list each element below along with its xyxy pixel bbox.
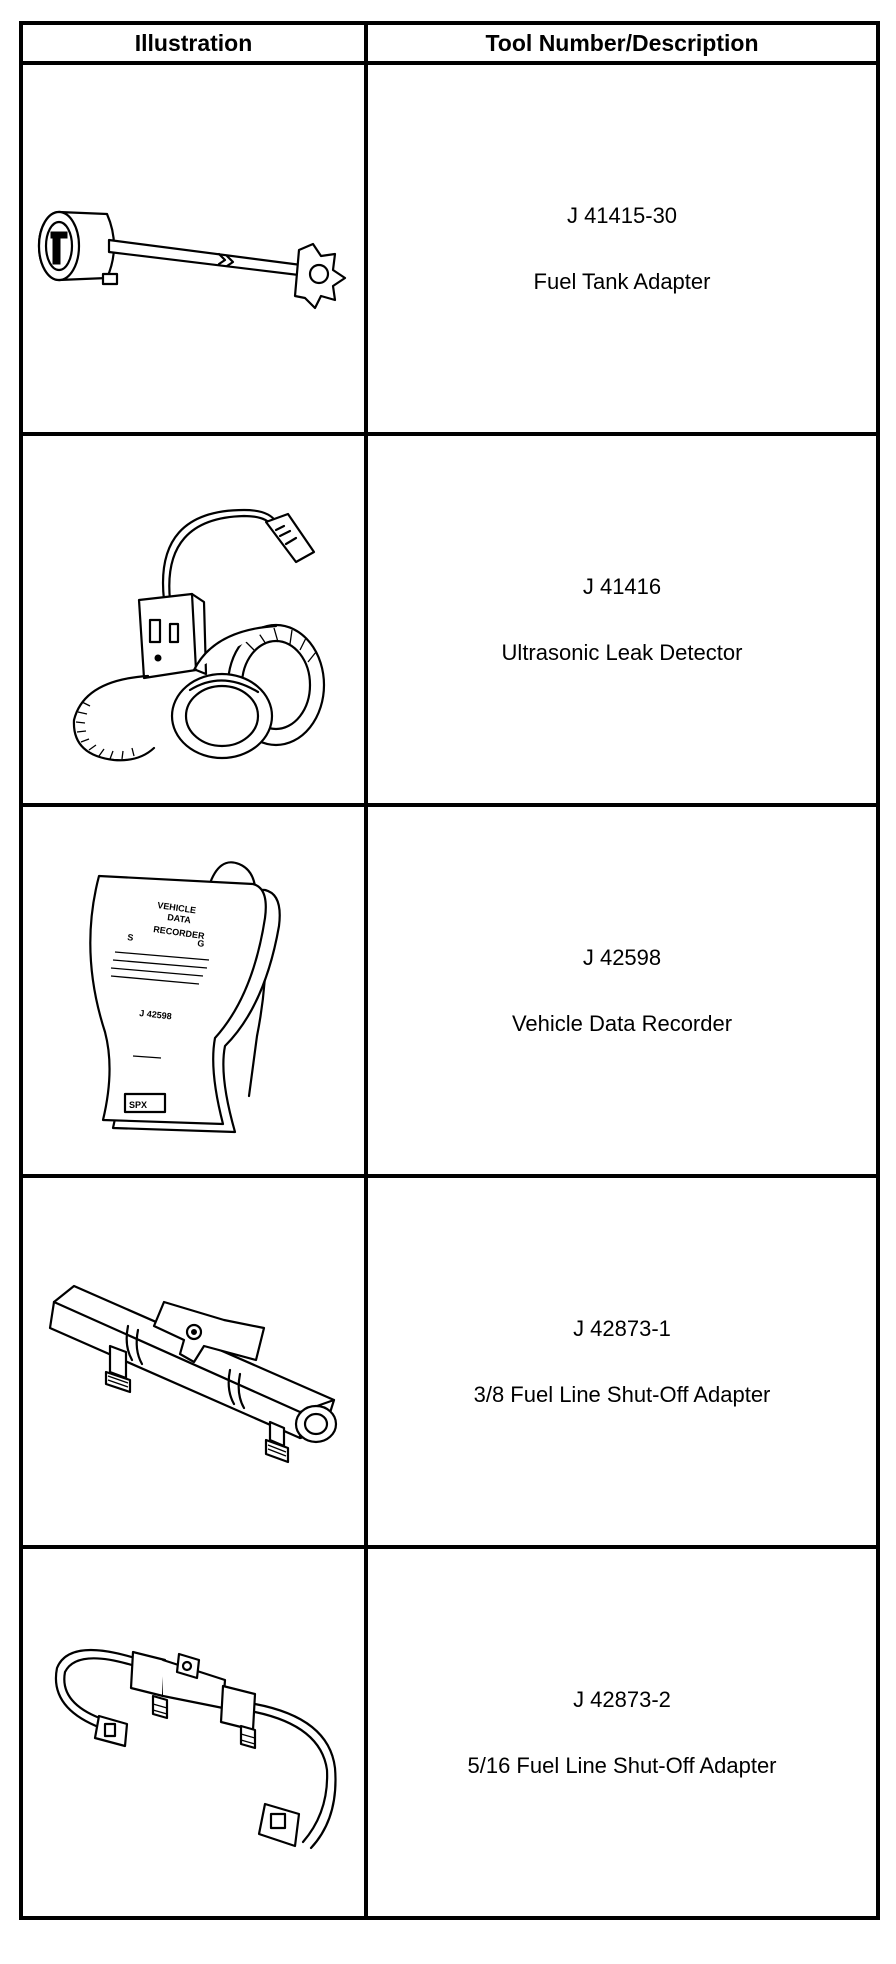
tool-description: Vehicle Data Recorder xyxy=(511,1010,733,1036)
header-illustration: Illustration xyxy=(19,21,368,65)
svg-text:S: S xyxy=(126,932,133,943)
fuel-tank-adapter-icon xyxy=(37,210,346,309)
tool-number: J 42873-1 xyxy=(573,1315,671,1341)
svg-text:G: G xyxy=(196,938,204,949)
tool-description: Ultrasonic Leak Detector xyxy=(501,639,743,665)
svg-text:DATA: DATA xyxy=(166,912,191,925)
tool-description-cell: J 41416 Ultrasonic Leak Detector xyxy=(364,432,880,807)
tool-description-cell: J 42873-2 5/16 Fuel Line Shut-Off Adapte… xyxy=(364,1545,880,1920)
tool-description-cell: J 41415-30 Fuel Tank Adapter xyxy=(364,61,880,436)
tool-number: J 42598 xyxy=(582,944,662,970)
tool-description: Fuel Tank Adapter xyxy=(533,268,711,294)
svg-text:J 42598: J 42598 xyxy=(138,1008,171,1021)
header-tool-description: Tool Number/Description xyxy=(364,21,880,65)
illustration-cell xyxy=(19,1174,368,1549)
vehicle-data-recorder-icon: VEHICLE DATA RECORDER S G J 42598 SPX xyxy=(88,860,281,1133)
tool-number: J 42873-2 xyxy=(573,1686,671,1712)
illustration-cell: VEHICLE DATA RECORDER S G J 42598 SPX xyxy=(19,803,368,1178)
tool-number: J 41415-30 xyxy=(566,202,678,228)
tool-description-cell: J 42873-1 3/8 Fuel Line Shut-Off Adapter xyxy=(364,1174,880,1549)
tool-number: J 41416 xyxy=(582,573,662,599)
tool-description: 3/8 Fuel Line Shut-Off Adapter xyxy=(473,1381,771,1407)
tool-description: 5/16 Fuel Line Shut-Off Adapter xyxy=(467,1752,777,1778)
illustration-cell xyxy=(19,432,368,807)
tool-description-cell: J 42598 Vehicle Data Recorder xyxy=(364,803,880,1178)
table-header-row: Illustration Tool Number/Description xyxy=(19,21,880,65)
illustration-cell xyxy=(19,61,368,436)
tool-table: Illustration Tool Number/Description xyxy=(19,21,880,1920)
table-row: J 42873-1 3/8 Fuel Line Shut-Off Adapter xyxy=(19,1174,880,1549)
fuel-line-shutoff-adapter-hoses-icon xyxy=(54,1648,337,1849)
table-row: J 42873-2 5/16 Fuel Line Shut-Off Adapte… xyxy=(19,1545,880,1920)
ultrasonic-leak-detector-icon xyxy=(72,508,325,761)
table-row: VEHICLE DATA RECORDER S G J 42598 SPX J … xyxy=(19,803,880,1178)
table-row: J 41415-30 Fuel Tank Adapter xyxy=(19,61,880,436)
illustration-cell xyxy=(19,1545,368,1920)
fuel-line-shutoff-adapter-icon xyxy=(48,1284,337,1463)
table-row: J 41416 Ultrasonic Leak Detector xyxy=(19,432,880,807)
svg-text:SPX: SPX xyxy=(129,1100,147,1110)
